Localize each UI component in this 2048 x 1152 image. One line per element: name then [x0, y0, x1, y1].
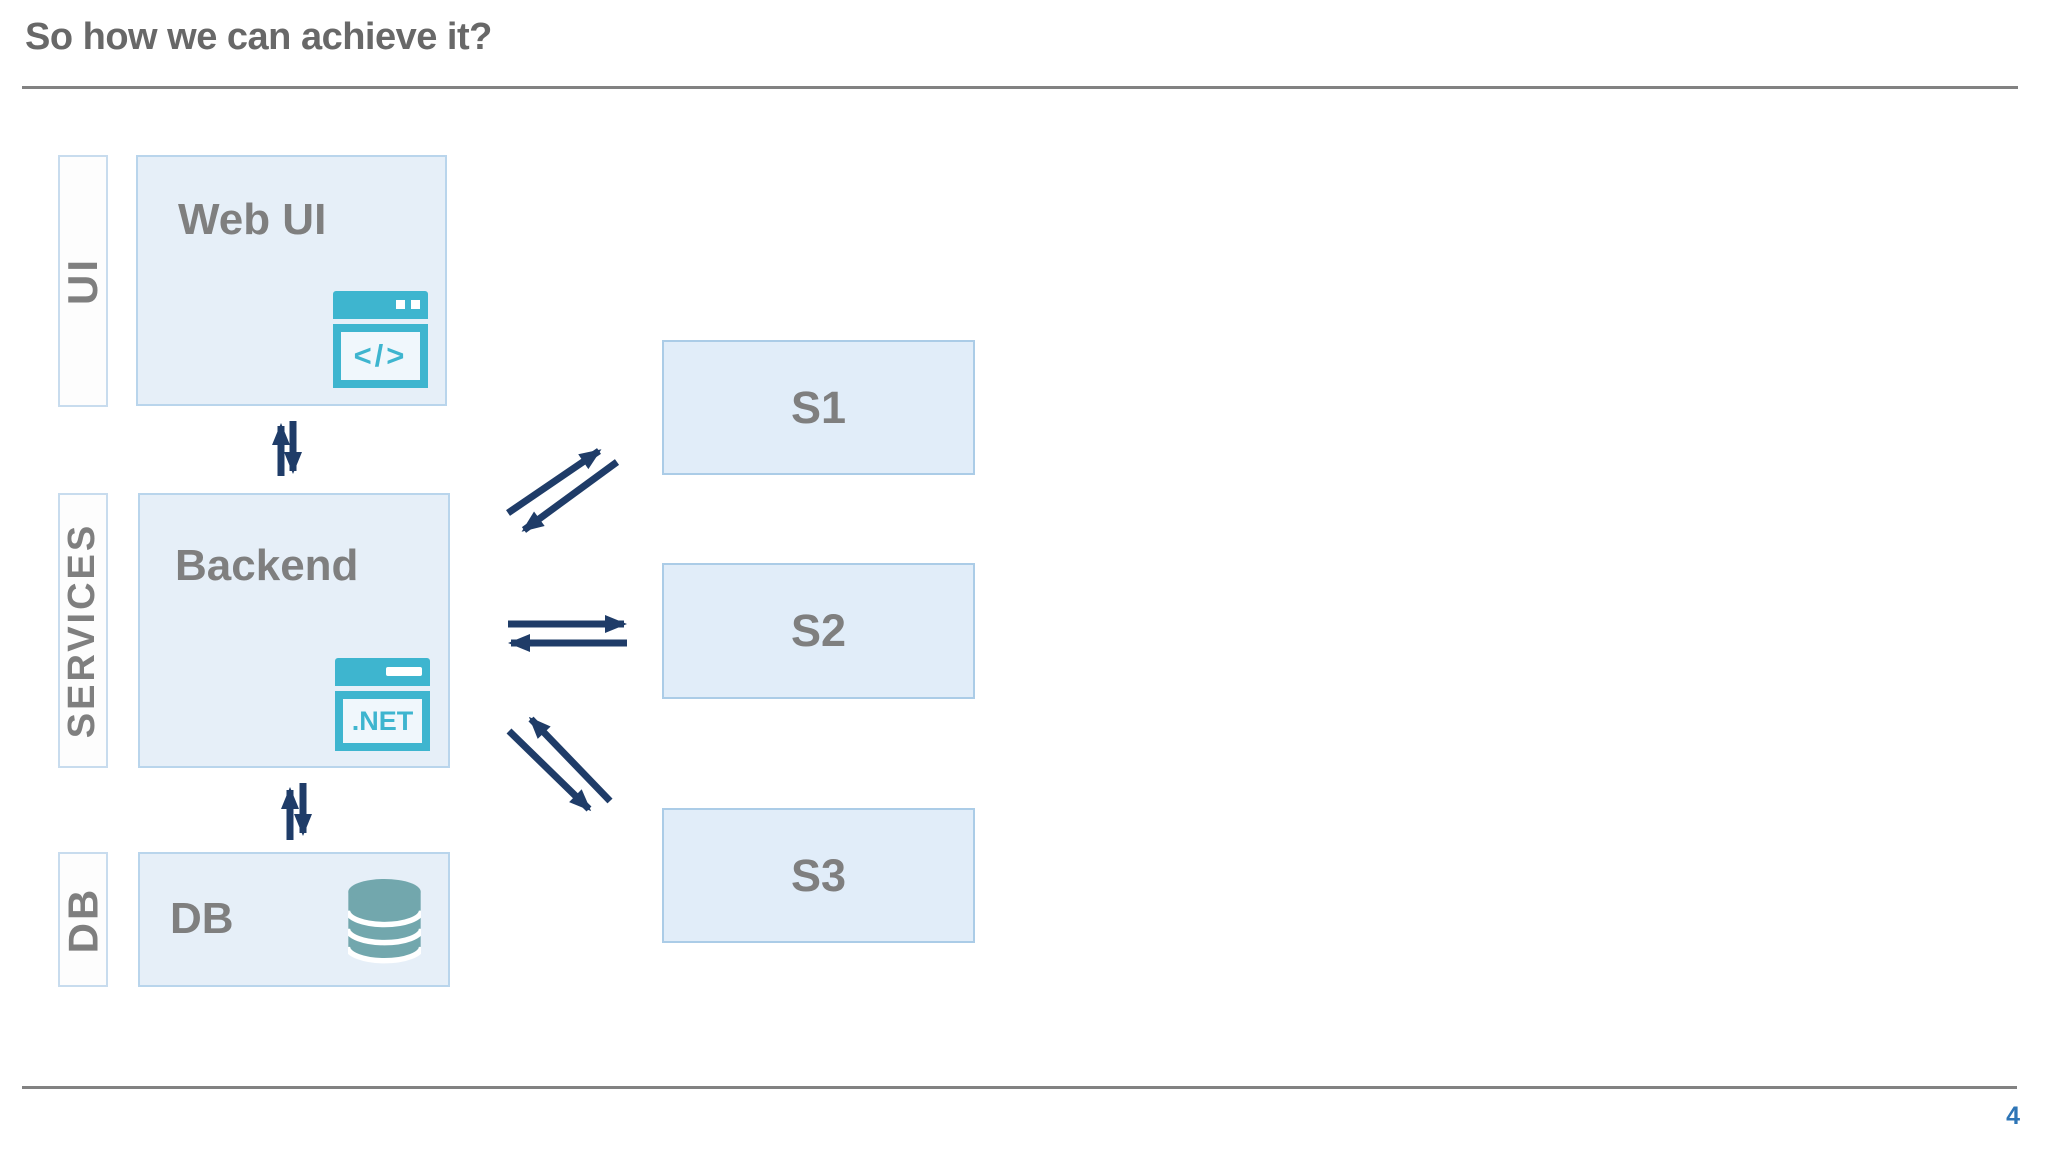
arrow-backend-s3-out: [506, 728, 592, 812]
browser-titlebar: [333, 291, 428, 319]
browser-titlebar: [335, 658, 430, 686]
node-web-ui-label: Web UI: [178, 195, 327, 244]
lane-label-ui-text: UI: [59, 257, 106, 305]
arrow-backend-s1-out: [506, 448, 602, 516]
browser-body: .NET: [335, 691, 430, 751]
node-s1-label: S1: [790, 381, 847, 433]
node-s3-label: S3: [790, 849, 847, 901]
node-backend-label: Backend: [175, 541, 359, 590]
node-db: DB: [138, 852, 450, 987]
node-backend: Backend .NET: [138, 493, 450, 768]
lane-label-db-text: DB: [59, 886, 107, 953]
code-browser-icon: </>: [333, 291, 428, 388]
node-s3: S3: [662, 808, 975, 943]
node-web-ui: Web UI </>: [136, 155, 447, 406]
code-glyph: </>: [353, 338, 408, 373]
browser-addressbar: [386, 667, 422, 676]
browser-button: [396, 300, 405, 309]
browser-body: </>: [333, 324, 428, 388]
footer-divider: [22, 1086, 2017, 1089]
page-title: So how we can achieve it?: [25, 16, 492, 58]
browser-button: [411, 300, 420, 309]
arrow-backend-s1-in: [521, 459, 620, 533]
lane-label-ui: UI: [58, 155, 108, 407]
lane-label-services: SERVICES: [58, 493, 108, 768]
lane-label-services-text: SERVICES: [61, 522, 104, 739]
node-s2-label: S2: [790, 605, 847, 656]
node-s1: S1: [662, 340, 975, 475]
header-divider: [22, 86, 2018, 89]
node-db-label: DB: [170, 893, 234, 943]
lane-label-db: DB: [58, 852, 108, 987]
dotnet-glyph: .NET: [351, 705, 414, 736]
arrow-backend-s3-in: [528, 716, 613, 804]
page-number: 4: [2006, 1102, 2020, 1130]
node-s2: S2: [662, 563, 975, 699]
dotnet-browser-icon: .NET: [335, 658, 430, 751]
database-icon: [348, 879, 421, 964]
